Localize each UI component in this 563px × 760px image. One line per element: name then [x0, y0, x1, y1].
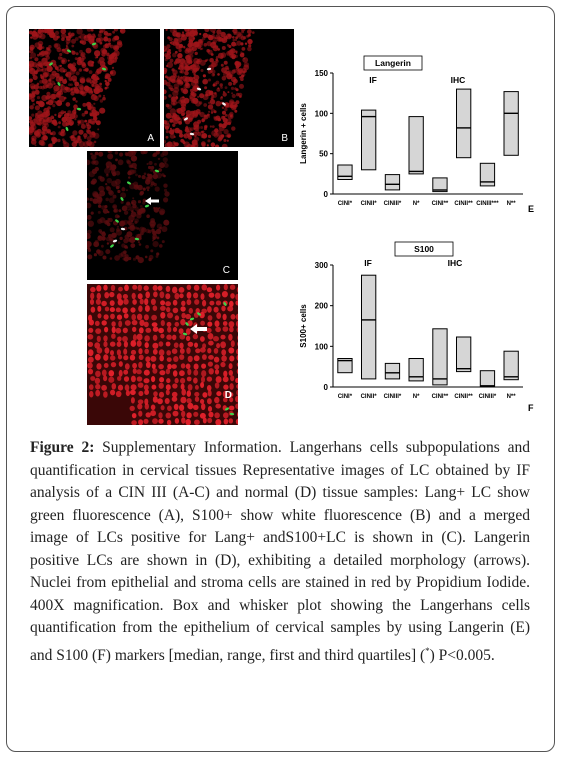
- tissue-dots-b: [164, 29, 255, 147]
- group-label: IF: [369, 75, 377, 85]
- y-axis-label: S100+ cells: [299, 304, 308, 348]
- axes: 0 50 100 150: [315, 69, 523, 199]
- box-8: [503, 350, 519, 381]
- caption-text: Supplementary Information. Langerhans ce…: [30, 439, 530, 664]
- figure-caption: Figure 2: Supplementary Information. Lan…: [30, 437, 530, 667]
- micrograph-a: A: [29, 29, 160, 147]
- box-4: [408, 358, 424, 382]
- white-cells-c: [112, 227, 126, 243]
- group-label: IHC: [451, 75, 466, 85]
- micrograph-b: B: [164, 29, 294, 147]
- caption-end: ) P<0.005.: [429, 646, 495, 664]
- box-5: [432, 177, 448, 193]
- x-tick-label: CINII*: [361, 201, 378, 207]
- y-tick-label: 100: [315, 342, 329, 351]
- figure-frame: [6, 6, 555, 752]
- green-cells-a: [49, 42, 107, 132]
- box-4: [408, 116, 424, 175]
- y-tick-label: 100: [315, 109, 329, 118]
- svg-text:Langerin: Langerin: [375, 58, 411, 68]
- micrograph-d: D: [87, 284, 238, 425]
- box-2: [361, 109, 377, 171]
- box-3: [384, 174, 401, 191]
- nuclei-d: [87, 284, 238, 425]
- x-tick-label: CINII**: [454, 394, 473, 400]
- box-7: [479, 162, 496, 187]
- y-tick-label: 200: [315, 302, 329, 311]
- box-3: [384, 362, 401, 380]
- x-tick-label: CINI*: [338, 201, 353, 207]
- y-tick-label: 0: [324, 190, 329, 199]
- panel-label-b: B: [281, 133, 288, 144]
- caption-asterisk: *: [425, 645, 430, 656]
- box-6: [456, 88, 472, 159]
- x-tick-label: CINI*: [338, 394, 353, 400]
- x-tick-label: CINIII*: [479, 394, 497, 400]
- micrograph-c: C: [87, 151, 238, 280]
- green-cells-d: [182, 302, 235, 416]
- y-tick-label: 300: [315, 261, 329, 270]
- tissue-dots-c: [87, 151, 170, 264]
- box-2: [361, 274, 377, 380]
- x-tick-label: CINIII*: [384, 394, 402, 400]
- panel-label-c: C: [222, 265, 230, 276]
- box-1: [337, 164, 353, 180]
- green-cells-c: [110, 169, 160, 248]
- chart-title: S100: [394, 241, 454, 257]
- svg-text:S100: S100: [414, 244, 434, 254]
- box-6: [456, 336, 472, 373]
- caption-label: Figure 2:: [30, 439, 95, 456]
- box-1: [337, 358, 353, 374]
- x-tick-label: CINII*: [361, 394, 378, 400]
- x-tick-label: CINI**: [432, 201, 449, 207]
- x-tick-label: N*: [413, 394, 420, 400]
- panel-label-d: D: [224, 390, 232, 401]
- arrow-icon: [145, 197, 159, 205]
- box-5: [432, 328, 448, 386]
- group-label: IF: [364, 258, 372, 268]
- arrow-icon: [190, 324, 207, 334]
- x-tick-label: CINI**: [432, 394, 449, 400]
- x-tick-label: N*: [413, 201, 420, 207]
- white-cells-b: [184, 67, 226, 136]
- y-axis-label: Langerin + cells: [299, 103, 308, 164]
- group-label: IHC: [448, 258, 463, 268]
- y-tick-label: 50: [319, 150, 328, 159]
- y-tick-label: 150: [315, 69, 329, 78]
- x-tick-label: N**: [507, 394, 517, 400]
- x-tick-label: N**: [507, 201, 517, 207]
- x-tick-label: CINIII***: [476, 201, 499, 207]
- x-tick-label: CINII**: [454, 201, 473, 207]
- tissue-dots-a: [29, 29, 126, 147]
- panel-label: E: [528, 204, 534, 214]
- box-7: [479, 370, 496, 388]
- box-8: [503, 91, 519, 156]
- y-tick-label: 0: [324, 383, 329, 392]
- x-tick-label: CINIII*: [384, 201, 402, 207]
- chart-title: Langerin: [363, 55, 423, 71]
- panel-label: F: [528, 403, 534, 413]
- panel-label-a: A: [147, 133, 154, 144]
